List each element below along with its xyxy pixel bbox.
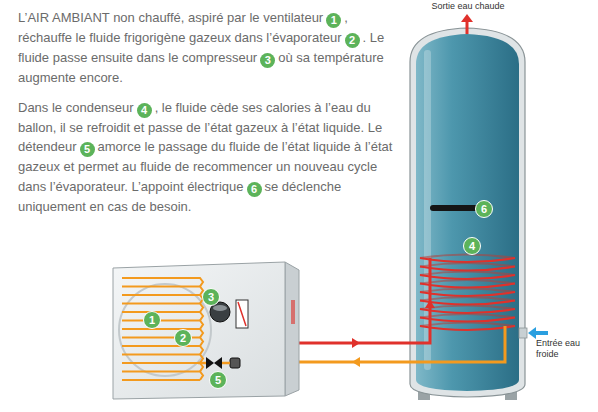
callout-number: 4 <box>137 103 152 118</box>
outdoor-unit <box>113 262 299 399</box>
callout-number: 4 <box>463 237 481 255</box>
inlet-label: Entrée eau froide <box>536 338 594 360</box>
outlet-label: Sortie eau chaude <box>420 1 516 12</box>
callout-number: 2 <box>174 329 192 347</box>
connection-box <box>236 300 248 328</box>
description-text: Dans le condenseur <box>18 100 134 115</box>
callout-number: 3 <box>202 288 220 306</box>
callout-number: 5 <box>209 371 227 389</box>
description-paragraph: L’AIR AMBIANT non chauffé, aspiré par le… <box>18 8 398 88</box>
condenser-coil <box>420 255 515 331</box>
description-text: L’AIR AMBIANT non chauffé, aspiré par le… <box>18 10 323 25</box>
callout-number: 6 <box>475 200 493 218</box>
evaporator-coil <box>122 278 203 380</box>
description-paragraph: Dans le condenseur4, le fluide cède ses … <box>18 98 402 217</box>
callout-number: 5 <box>80 142 95 157</box>
callout-number: 2 <box>345 33 360 48</box>
callout-number: 1 <box>143 311 161 329</box>
callout-number: 1 <box>326 13 341 28</box>
expansion-valve <box>206 357 214 369</box>
callout-number: 6 <box>247 182 262 197</box>
callout-number: 3 <box>260 53 275 68</box>
